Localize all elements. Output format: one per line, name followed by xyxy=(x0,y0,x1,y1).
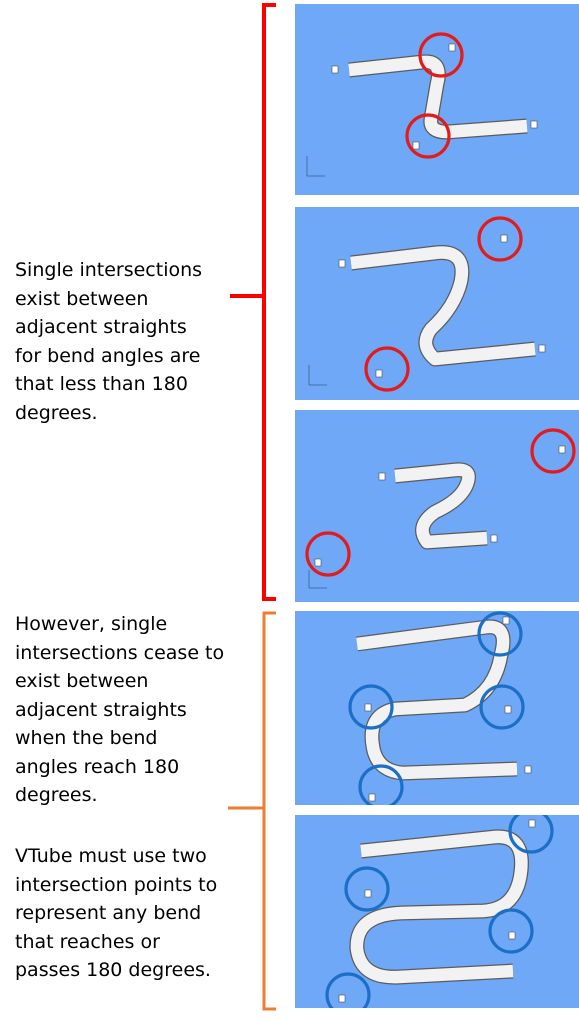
intersection-circle xyxy=(405,113,451,159)
caption-line: intersections cease to xyxy=(15,641,225,664)
tube-render-panel-2 xyxy=(295,207,579,400)
intersection-circle xyxy=(348,684,394,730)
caption-line: exist between xyxy=(15,287,149,310)
caption-line: exist between xyxy=(15,670,149,692)
tube-render-svg xyxy=(295,4,579,195)
caption-line: However, single xyxy=(15,613,168,635)
intersection-circle xyxy=(305,531,351,577)
tube-render-panel-1 xyxy=(295,4,579,195)
tube-render-panel-5 xyxy=(295,815,579,1008)
caption-line: Single intersections xyxy=(15,259,203,281)
intersection-circle xyxy=(364,346,410,392)
caption-line: intersection points to xyxy=(15,873,218,896)
intersection-circle xyxy=(508,815,554,854)
intersection-circle xyxy=(418,32,464,78)
caption-line: that reaches or xyxy=(15,930,160,953)
tube-render-panel-3 xyxy=(295,410,579,602)
caption-vtube-two-points: VTube must use two intersection points t… xyxy=(15,842,217,985)
intersection-circle xyxy=(530,428,576,474)
intersection-circle xyxy=(477,216,523,262)
caption-line: passes 180 degrees. xyxy=(15,959,211,981)
caption-single-intersections: Single intersections exist between adjac… xyxy=(15,256,202,427)
intersection-circle xyxy=(479,684,525,730)
caption-line: for bend angles are xyxy=(15,344,201,367)
intersection-circle xyxy=(325,972,371,1008)
caption-line: degrees. xyxy=(15,401,98,424)
caption-line: that less than 180 xyxy=(15,373,188,395)
caption-line: adjacent straights xyxy=(15,316,187,338)
tube-render-svg xyxy=(295,815,579,1008)
red-bracket xyxy=(230,3,276,601)
caption-line: degrees. xyxy=(15,784,98,806)
intersection-circle xyxy=(488,908,534,954)
intersection-circle xyxy=(344,866,390,912)
intersection-circle xyxy=(358,764,404,805)
tube-render-svg xyxy=(295,207,579,400)
caption-line: when the bend xyxy=(15,727,158,749)
caption-line: VTube must use two xyxy=(15,845,207,867)
caption-line: represent any bend xyxy=(15,902,202,924)
intersection-circle xyxy=(477,611,523,657)
tube-render-svg xyxy=(295,611,579,805)
caption-line: adjacent straights xyxy=(15,698,187,721)
tube-render-svg xyxy=(295,410,579,602)
orange-bracket xyxy=(228,611,276,1011)
caption-line: angles reach 180 xyxy=(15,755,180,778)
tube-render-panel-4 xyxy=(295,611,579,805)
caption-intersections-cease: However, single intersections cease to e… xyxy=(15,610,224,810)
